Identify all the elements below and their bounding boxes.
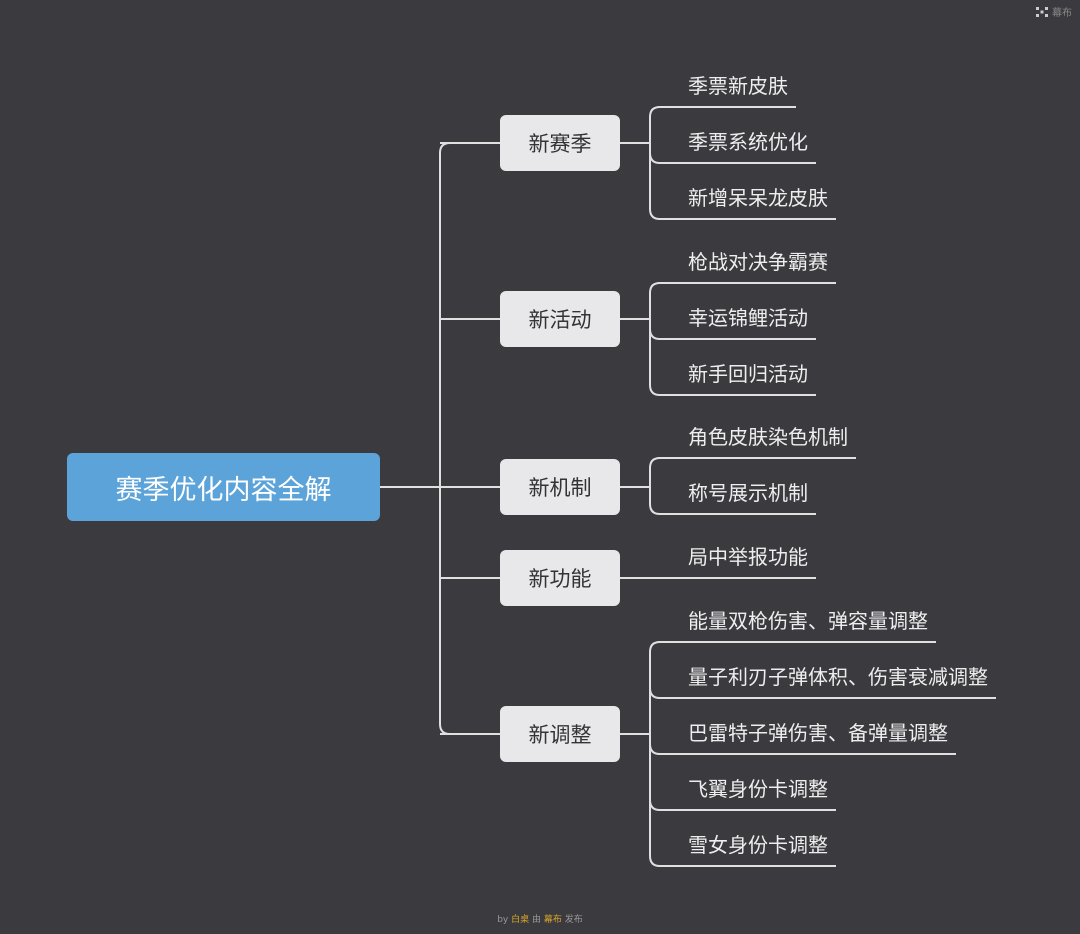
leaf-node[interactable]: 新手回归活动 (688, 362, 808, 386)
leaf-node[interactable]: 季票新皮肤 (688, 74, 788, 98)
leaf-underline (649, 282, 836, 294)
leaf-underline (649, 855, 836, 867)
spine-connector (439, 142, 451, 735)
leaf-underline (649, 457, 856, 469)
leaf-underline (649, 641, 936, 653)
leaf-node[interactable]: 飞翼身份卡调整 (688, 777, 828, 801)
leaf-node[interactable]: 角色皮肤染色机制 (688, 425, 848, 449)
leaf-underline (649, 384, 816, 396)
footer: by 白桌 由 幕布 发布 (0, 912, 1080, 925)
branch-node[interactable]: 新功能 (500, 550, 620, 606)
leaf-underline (649, 208, 836, 220)
leaf-node[interactable]: 能量双枪伤害、弹容量调整 (688, 609, 928, 633)
leaf-node[interactable]: 幸运锦鲤活动 (688, 306, 808, 330)
leaf-node[interactable]: 巴雷特子弹伤害、备弹量调整 (688, 721, 948, 745)
branch-node[interactable]: 新活动 (500, 291, 620, 347)
footer-publish: 发布 (564, 915, 583, 925)
leaf-underline (649, 743, 956, 755)
branch-label: 新赛季 (528, 132, 592, 156)
logo: 幕布 (1036, 4, 1072, 19)
leaf-node[interactable]: 雪女身份卡调整 (688, 833, 828, 857)
leaf-node[interactable]: 量子利刃子弹体积、伤害衰减调整 (688, 665, 988, 689)
branch-label: 新调整 (528, 723, 592, 747)
branch-node[interactable]: 新赛季 (500, 115, 620, 171)
leaf-underline (649, 799, 836, 811)
leaf-underline (649, 328, 816, 340)
leaf-node[interactable]: 局中举报功能 (688, 545, 808, 569)
leaf-underline (649, 152, 816, 164)
footer-via: 由 (532, 915, 542, 925)
branch-label: 新机制 (528, 476, 592, 500)
footer-by: by (497, 915, 509, 925)
leaf-node[interactable]: 称号展示机制 (688, 481, 808, 505)
footer-brand[interactable]: 幕布 (543, 915, 562, 925)
footer-author[interactable]: 白桌 (511, 915, 530, 925)
logo-label: 幕布 (1052, 8, 1072, 19)
leaf-underline (649, 106, 796, 118)
mubu-logo-icon (1036, 6, 1048, 17)
leaf-node[interactable]: 季票系统优化 (688, 130, 808, 154)
branch-node[interactable]: 新机制 (500, 459, 620, 515)
leaf-node[interactable]: 枪战对决争霸赛 (688, 250, 828, 274)
leaf-underline (649, 503, 816, 515)
root-node[interactable]: 赛季优化内容全解 (67, 453, 380, 521)
leaf-underline (649, 687, 996, 699)
leaf-node[interactable]: 新增呆呆龙皮肤 (688, 186, 828, 210)
branch-label: 新活动 (528, 308, 592, 332)
root-label: 赛季优化内容全解 (115, 474, 332, 506)
branch-label: 新功能 (528, 567, 592, 591)
branch-node[interactable]: 新调整 (500, 706, 620, 762)
